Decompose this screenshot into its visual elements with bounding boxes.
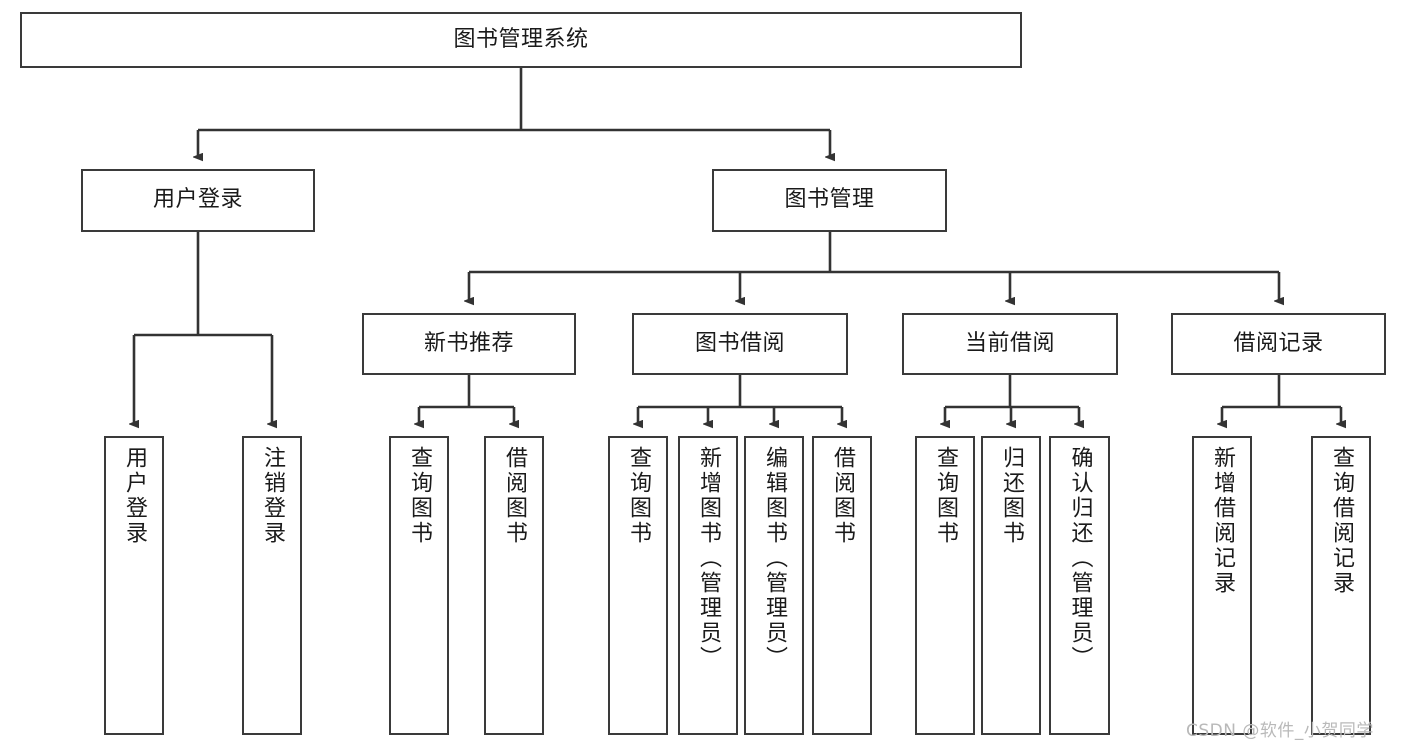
node-leaf-query-book-current[interactable]: 查询图书: [915, 436, 975, 735]
node-leaf-confirm-return[interactable]: 确认归还（管理员）: [1049, 436, 1110, 735]
node-book-management-label: 图书管理: [784, 187, 875, 213]
watermark: CSDN @软件_小贺同学: [1186, 721, 1374, 741]
node-leaf-query-book-recommend[interactable]: 查询图书: [389, 436, 449, 735]
node-root[interactable]: 图书管理系统: [20, 12, 1022, 68]
node-leaf-add-borrow-record[interactable]: 新增借阅记录: [1192, 436, 1252, 735]
node-leaf-borrow-book-recommend[interactable]: 借阅图书: [484, 436, 544, 735]
node-new-book-recommend-label: 新书推荐: [423, 330, 514, 356]
node-leaf-query-borrow-record-label: 查询借阅记录: [1329, 446, 1354, 596]
node-leaf-logout[interactable]: 注销登录: [242, 436, 302, 735]
node-leaf-return-book-label: 归还图书: [999, 446, 1024, 546]
node-new-book-recommend[interactable]: 新书推荐: [362, 313, 576, 375]
node-leaf-query-book-borrow[interactable]: 查询图书: [608, 436, 668, 735]
node-leaf-add-book-label: 新增图书（管理员）: [696, 446, 721, 671]
node-leaf-user-login-label: 用户登录: [122, 446, 147, 546]
node-book-borrow-label: 图书借阅: [694, 330, 785, 356]
node-book-management[interactable]: 图书管理: [712, 169, 947, 232]
node-book-borrow[interactable]: 图书借阅: [632, 313, 848, 375]
node-leaf-add-book[interactable]: 新增图书（管理员）: [678, 436, 738, 735]
node-root-label: 图书管理系统: [453, 26, 589, 52]
node-borrow-record-label: 借阅记录: [1233, 330, 1324, 356]
node-leaf-edit-book-label: 编辑图书（管理员）: [762, 446, 787, 671]
node-leaf-query-book-borrow-label: 查询图书: [626, 446, 651, 546]
node-leaf-borrow-book[interactable]: 借阅图书: [812, 436, 872, 735]
node-leaf-query-book-current-label: 查询图书: [933, 446, 958, 546]
node-leaf-query-book-recommend-label: 查询图书: [407, 446, 432, 546]
node-leaf-logout-label: 注销登录: [260, 446, 285, 546]
node-borrow-record[interactable]: 借阅记录: [1171, 313, 1386, 375]
node-user-login[interactable]: 用户登录: [81, 169, 315, 232]
node-leaf-borrow-book-label: 借阅图书: [830, 446, 855, 546]
node-leaf-return-book[interactable]: 归还图书: [981, 436, 1041, 735]
node-current-borrow[interactable]: 当前借阅: [902, 313, 1118, 375]
node-leaf-edit-book[interactable]: 编辑图书（管理员）: [744, 436, 804, 735]
node-current-borrow-label: 当前借阅: [964, 330, 1055, 356]
node-user-login-label: 用户登录: [152, 187, 243, 213]
node-leaf-borrow-book-recommend-label: 借阅图书: [502, 446, 527, 546]
node-leaf-confirm-return-label: 确认归还（管理员）: [1067, 446, 1093, 671]
node-leaf-add-borrow-record-label: 新增借阅记录: [1210, 446, 1235, 596]
node-leaf-query-borrow-record[interactable]: 查询借阅记录: [1311, 436, 1371, 735]
node-leaf-user-login[interactable]: 用户登录: [104, 436, 164, 735]
